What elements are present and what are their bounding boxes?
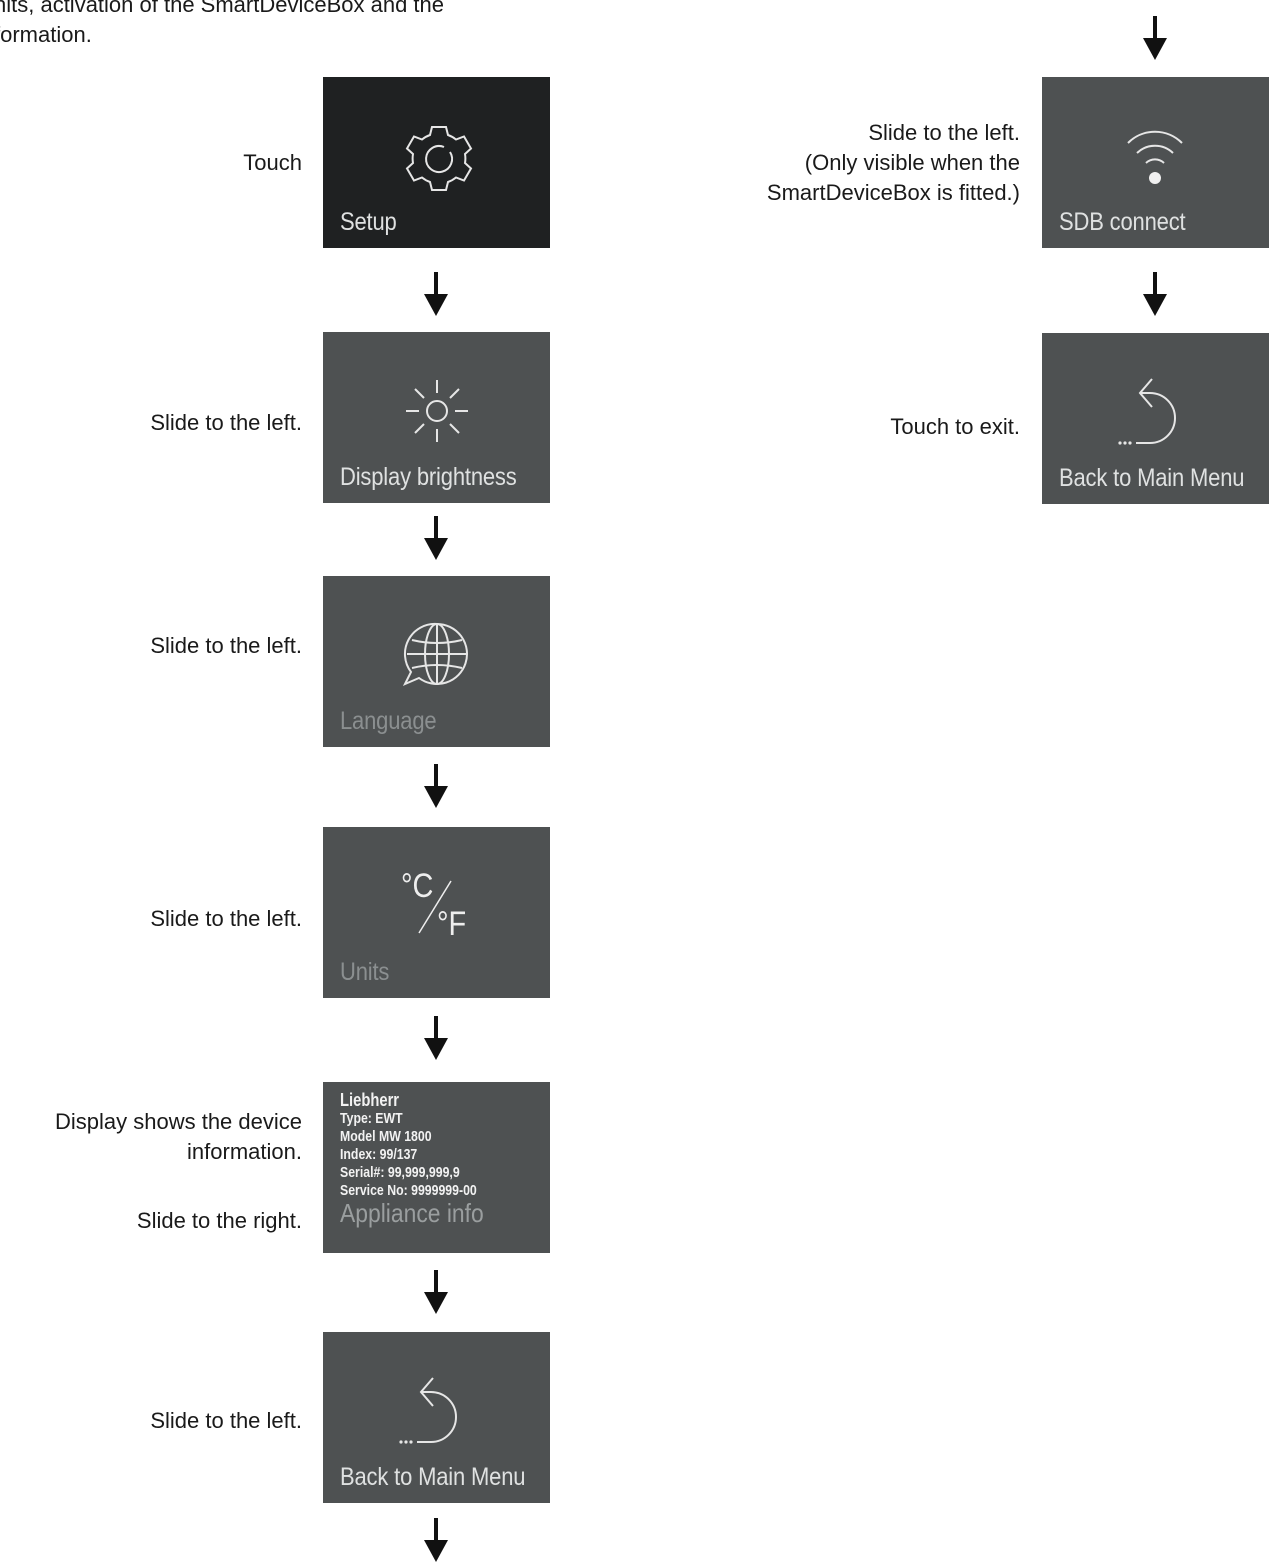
arrow-down-icon xyxy=(1143,16,1167,60)
caption-units: Slide to the left. xyxy=(150,906,302,931)
units-label: Units xyxy=(340,958,390,986)
back-to-main-menu-exit-label: Back to Main Menu xyxy=(1059,464,1245,492)
info-line: Liebherr xyxy=(340,1090,400,1110)
back-to-main-menu-exit-tile[interactable]: Back to Main Menu xyxy=(1042,333,1269,504)
back-arrow-icon xyxy=(399,1377,457,1444)
arrow-down-icon xyxy=(424,1016,448,1060)
appliance-info-label: Appliance info xyxy=(340,1198,484,1228)
caption-info: Display shows the device information. xyxy=(54,1109,302,1164)
caption-back1: Slide to the left. xyxy=(150,1408,302,1433)
sdb-connect-tile[interactable]: SDB connect xyxy=(1042,77,1269,248)
setup-label: Setup xyxy=(340,208,397,236)
setup-tile[interactable]: Setup xyxy=(323,77,550,248)
info-line: Model MW 1800 xyxy=(340,1128,432,1145)
back-to-main-menu-tile[interactable]: Back to Main Menu xyxy=(323,1332,550,1503)
intro-text: nits, activation of the SmartDeviceBox a… xyxy=(0,0,445,47)
caption-setup: Touch xyxy=(243,150,302,175)
info-line: Serial#: 99,999,999,9 xyxy=(340,1164,460,1181)
info-line: Type: EWT xyxy=(340,1110,403,1127)
caption-back2: Touch to exit. xyxy=(890,414,1020,439)
language-tile[interactable]: Language xyxy=(323,576,550,747)
caption-language: Slide to the left. xyxy=(150,633,302,658)
appliance-info-tile[interactable]: Liebherr Type: EWT Model MW 1800 Index: … xyxy=(323,1082,550,1253)
display-brightness-tile[interactable]: Display brightness xyxy=(323,332,550,503)
info-line: Service No: 9999999-00 xyxy=(340,1182,477,1199)
device-info-text: Liebherr Type: EWT Model MW 1800 Index: … xyxy=(340,1090,477,1200)
back-to-main-menu-label: Back to Main Menu xyxy=(340,1463,526,1491)
back-arrow-icon xyxy=(1118,378,1176,445)
units-tile[interactable]: °C °F Units xyxy=(323,827,550,998)
arrow-down-icon xyxy=(424,1270,448,1314)
info-line: Index: 99/137 xyxy=(340,1146,418,1163)
arrow-down-icon xyxy=(424,1518,448,1562)
display-brightness-label: Display brightness xyxy=(340,463,517,491)
caption-sdb: Slide to the left. (Only visible when th… xyxy=(766,120,1020,205)
arrow-down-icon xyxy=(424,764,448,808)
sun-icon xyxy=(406,380,468,442)
gear-icon xyxy=(405,126,473,191)
sdb-connect-label: SDB connect xyxy=(1059,208,1186,236)
fahrenheit-text: °F xyxy=(437,905,467,943)
globe-speech-icon xyxy=(402,622,468,686)
wifi-icon xyxy=(1127,130,1183,184)
celsius-text: °C xyxy=(401,867,434,905)
caption-brightness: Slide to the left. xyxy=(150,410,302,435)
celsius-fahrenheit-icon: °C °F xyxy=(401,867,481,947)
arrow-down-icon xyxy=(424,516,448,560)
arrow-down-icon xyxy=(1143,272,1167,316)
caption-info-slide: Slide to the right. xyxy=(136,1208,302,1233)
arrow-down-icon xyxy=(424,272,448,316)
language-label: Language xyxy=(340,707,437,735)
